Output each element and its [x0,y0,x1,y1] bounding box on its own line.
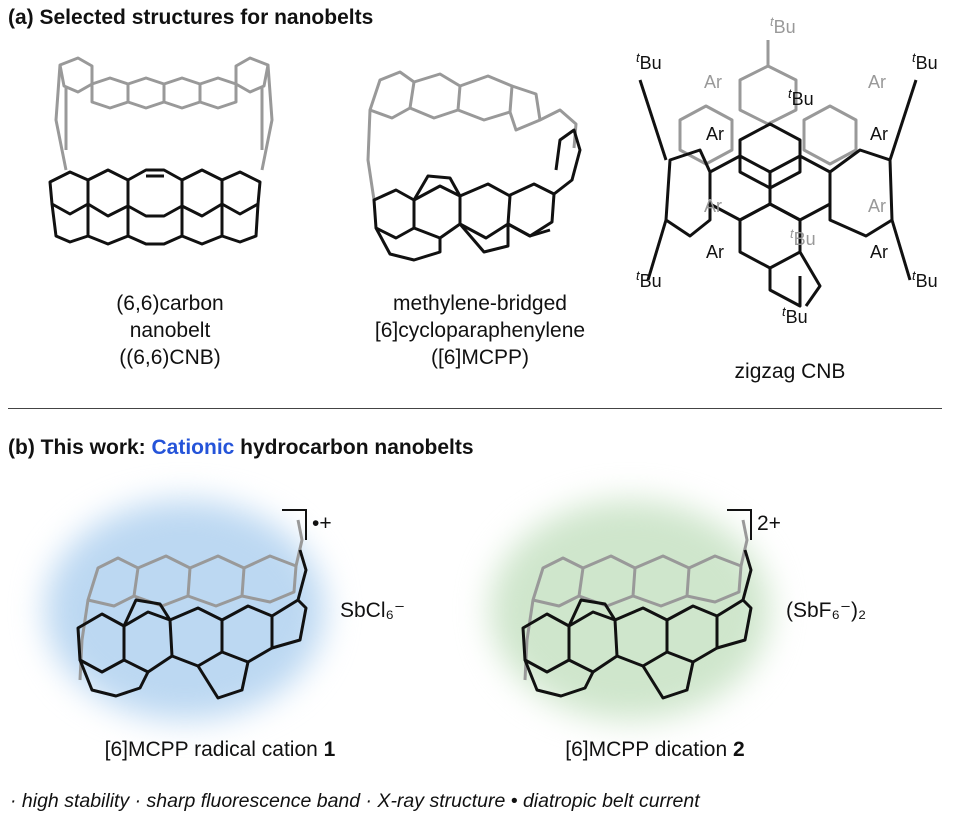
counterion-compound-1: SbCl₆⁻ [340,599,406,622]
bracket-compound-2 [727,509,752,540]
caption-mcpp: methylene-bridged [6]cycloparaphenylene … [374,292,586,369]
tbu-label-upper-right: tBu [912,50,938,73]
tbu-label-lower-left: tBu [636,268,662,291]
caption-compound-1: [6]MCPP radical cation 1 [104,738,336,761]
caption-cnb-66: (6,6)carbon nanobelt ((6,6)CNB) [116,292,224,369]
panel-b-title: (b) This work: Cationic hydrocarbon nano… [8,436,474,459]
ar-label-upper-right: Ar [870,124,888,144]
caption-zigzag-cnb: zigzag CNB [734,360,846,383]
ar-label-back-lower-right: Ar [868,196,886,216]
tbu-label-back-lower: tBu [790,226,816,249]
tbu-label-center: tBu [788,86,814,109]
features-list: · high stability · sharp fluorescence ba… [10,790,700,812]
ar-label-lower-right: Ar [870,242,888,262]
tbu-label-bottom: tBu [782,304,808,327]
mcpp-structure [366,70,582,262]
tbu-label-lower-right: tBu [912,268,938,291]
panel-divider [8,408,942,409]
cnb-66-structure [48,56,274,246]
tbu-label-upper-left: tBu [636,50,662,73]
ar-label-back-left: Ar [704,72,722,92]
tbu-label-top: tBu [770,14,796,37]
ar-label-back-lower-left: Ar [704,196,722,216]
bracket-compound-1 [282,509,307,540]
charge-compound-1: •+ [312,512,332,535]
charge-compound-2: 2+ [757,512,781,535]
caption-compound-2: [6]MCPP dication 2 [565,738,745,761]
zigzag-cnb-structure [638,40,918,308]
counterion-compound-2: (SbF₆⁻)₂ [786,599,867,622]
compound-2-structure [521,519,753,700]
panel-a-title: (a) Selected structures for nanobelts [8,6,374,29]
ar-label-upper-left: Ar [706,124,724,144]
ar-label-back-right: Ar [868,72,886,92]
compound-1-structure [76,519,308,700]
ar-label-lower-left: Ar [706,242,724,262]
